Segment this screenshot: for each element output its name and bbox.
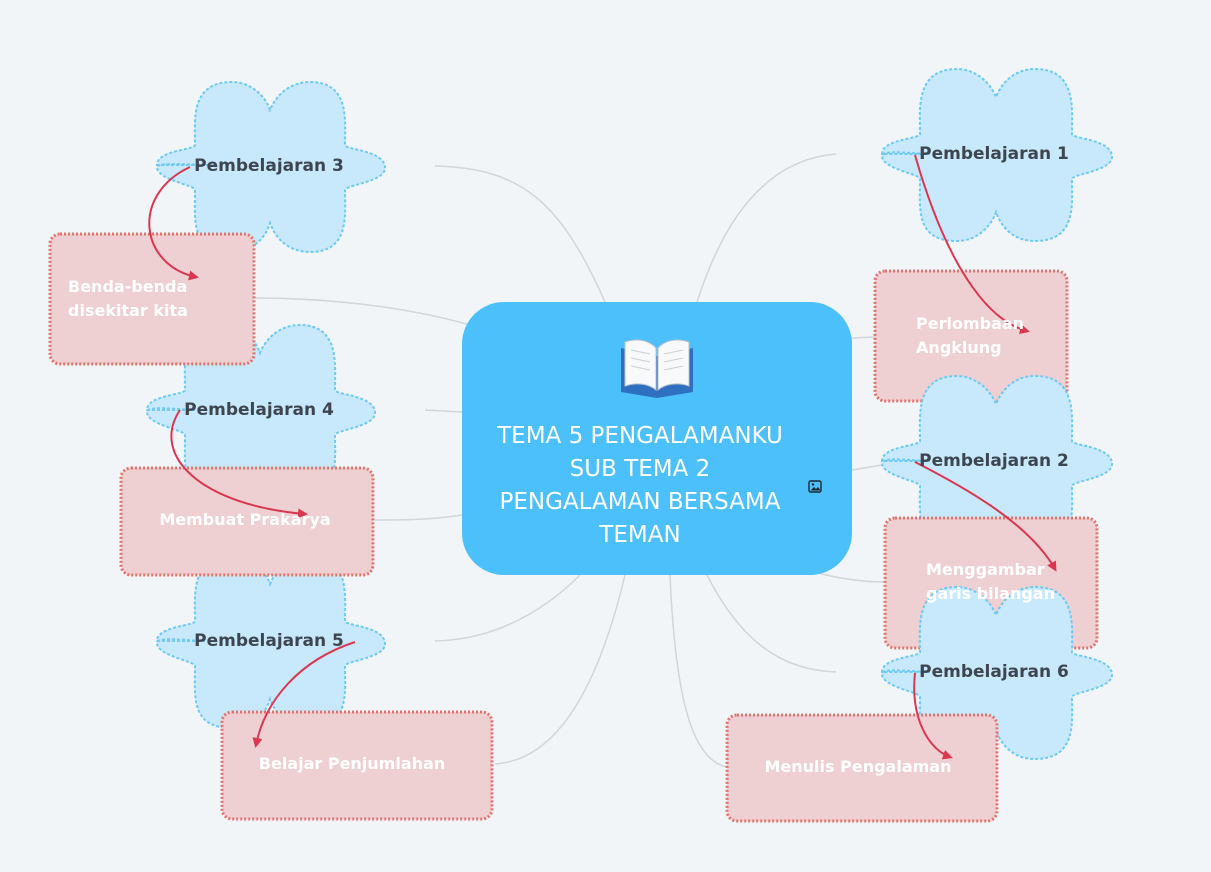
topic-pembelajaran-6[interactable]: Pembelajaran 6 — [919, 662, 1069, 682]
box-shape-penjumlahan — [220, 710, 494, 821]
connector-p5 — [434, 574, 581, 642]
subtopic-line: disekitar kita — [68, 301, 188, 320]
connector-angklung — [851, 336, 876, 339]
arrow-p3-benda — [148, 166, 199, 281]
subtopic-menggambar-garis[interactable]: Menggambar garis bilangan — [885, 557, 1091, 607]
subtopic-line: Menulis Pengalaman — [764, 757, 952, 776]
connector-p6 — [706, 574, 837, 673]
connector-penjumlahan — [494, 574, 626, 765]
cloud-shape-p3 — [155, 80, 387, 254]
central-title-line: SUB TEMA 2 — [569, 456, 711, 482]
subtopic-menulis-pengalaman[interactable]: Menulis Pengalaman — [727, 752, 989, 782]
subtopic-line: garis bilangan — [926, 584, 1055, 603]
open-book-icon — [621, 339, 693, 398]
connector-prakarya — [374, 514, 463, 521]
arrow-p4-prakarya — [170, 409, 308, 519]
connector-benda — [254, 297, 471, 326]
subtopic-line: Belajar Penjumlahan — [258, 754, 446, 773]
subtopic-line: Angklung — [916, 338, 1002, 357]
subtopic-membuat-prakarya[interactable]: Membuat Prakarya — [121, 505, 369, 535]
subtopic-line: Menggambar — [926, 560, 1045, 579]
box-shape-prakarya — [119, 466, 375, 577]
image-icon[interactable] — [808, 480, 822, 493]
central-title-line: PENGALAMAN BERSAMA — [499, 489, 781, 515]
central-title: TEMA 5 PENGALAMANKU SUB TEMA 2 PENGALAMA… — [470, 420, 810, 552]
topic-pembelajaran-1[interactable]: Pembelajaran 1 — [919, 144, 1069, 164]
subtopic-perlombaan-angklung[interactable]: Perlombaan Angklung — [894, 311, 1064, 361]
central-topic[interactable] — [462, 302, 852, 575]
connector-lines — [254, 153, 886, 768]
arrow-p1-angklung — [914, 154, 1030, 335]
cloud-shape-p2 — [880, 374, 1114, 550]
arrow-p2-garis — [914, 461, 1057, 572]
connector-p3 — [434, 165, 606, 303]
connector-p2 — [851, 464, 883, 471]
subtopic-line: Benda-benda — [68, 277, 188, 296]
connector-menulis — [669, 574, 728, 768]
connector-p4 — [424, 409, 463, 413]
connector-garis — [817, 572, 886, 583]
subtopic-line: Membuat Prakarya — [159, 510, 331, 529]
subtopic-line: Perlombaan — [916, 314, 1025, 333]
subtopic-belajar-penjumlahan[interactable]: Belajar Penjumlahan — [222, 749, 482, 779]
arrow-p5-penjumlahan — [252, 641, 356, 748]
subtopic-benda-benda[interactable]: Benda-benda disekitar kita — [68, 274, 230, 324]
central-title-line: TEMAN — [599, 522, 681, 548]
topic-pembelajaran-3[interactable]: Pembelajaran 3 — [194, 156, 344, 176]
box-shape-benda — [48, 232, 256, 366]
box-shape-angklung — [873, 269, 1069, 403]
topic-pembelajaran-2[interactable]: Pembelajaran 2 — [919, 451, 1069, 471]
central-title-line: TEMA 5 PENGALAMANKU — [497, 423, 783, 449]
connector-p1 — [696, 153, 837, 303]
cloud-shape-p1 — [880, 67, 1114, 243]
relationship-arrows — [148, 154, 1057, 760]
topic-pembelajaran-4[interactable]: Pembelajaran 4 — [184, 400, 334, 420]
arrow-p6-menulis — [913, 672, 953, 760]
topic-pembelajaran-5[interactable]: Pembelajaran 5 — [194, 631, 344, 651]
